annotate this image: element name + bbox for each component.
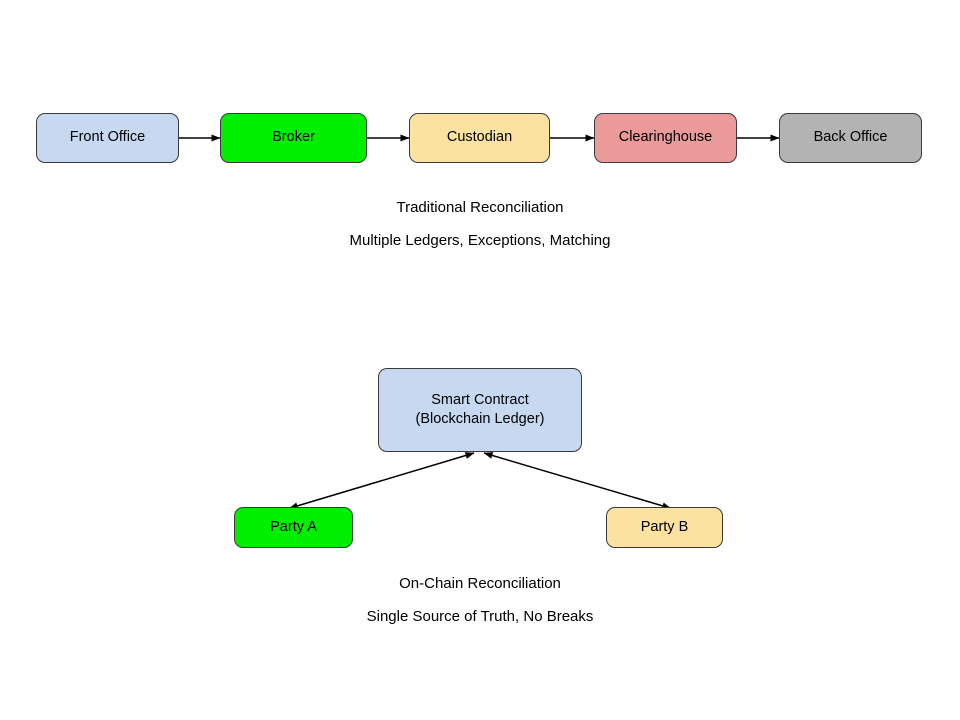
traditional-caption-subtitle: Multiple Ledgers, Exceptions, Matching <box>349 232 611 249</box>
node-label-party-b: Party B <box>640 518 689 535</box>
node-label-custodian: Custodian <box>446 129 513 146</box>
node-party-a[interactable]: Party A <box>234 507 353 548</box>
node-custodian[interactable]: Custodian <box>409 113 550 163</box>
node-broker[interactable]: Broker <box>220 113 367 163</box>
node-label-smart-contract-line1: Smart Contract <box>431 391 529 408</box>
node-label-broker: Broker <box>272 129 315 146</box>
node-label-smart-contract-line2: (Blockchain Ledger) <box>415 411 545 427</box>
edge-party-a-to-smart-contract <box>288 452 475 510</box>
node-clearinghouse[interactable]: Clearinghouse <box>594 113 737 163</box>
node-party-b[interactable]: Party B <box>606 507 723 548</box>
traditional-caption-title: Traditional Reconciliation <box>396 199 564 216</box>
node-label-back-office: Back Office <box>813 129 888 146</box>
node-back-office[interactable]: Back Office <box>779 113 922 163</box>
node-front-office[interactable]: Front Office <box>36 113 179 163</box>
node-smart-contract[interactable]: Smart Contract (Blockchain Ledger) <box>378 368 582 452</box>
node-label-front-office: Front Office <box>69 129 146 146</box>
node-label-party-a: Party A <box>270 518 317 535</box>
node-label-clearinghouse: Clearinghouse <box>618 129 713 146</box>
edge-party-b-to-smart-contract <box>483 452 672 510</box>
onchain-caption-subtitle: Single Source of Truth, No Breaks <box>366 608 594 625</box>
onchain-caption-title: On-Chain Reconciliation <box>399 575 561 592</box>
